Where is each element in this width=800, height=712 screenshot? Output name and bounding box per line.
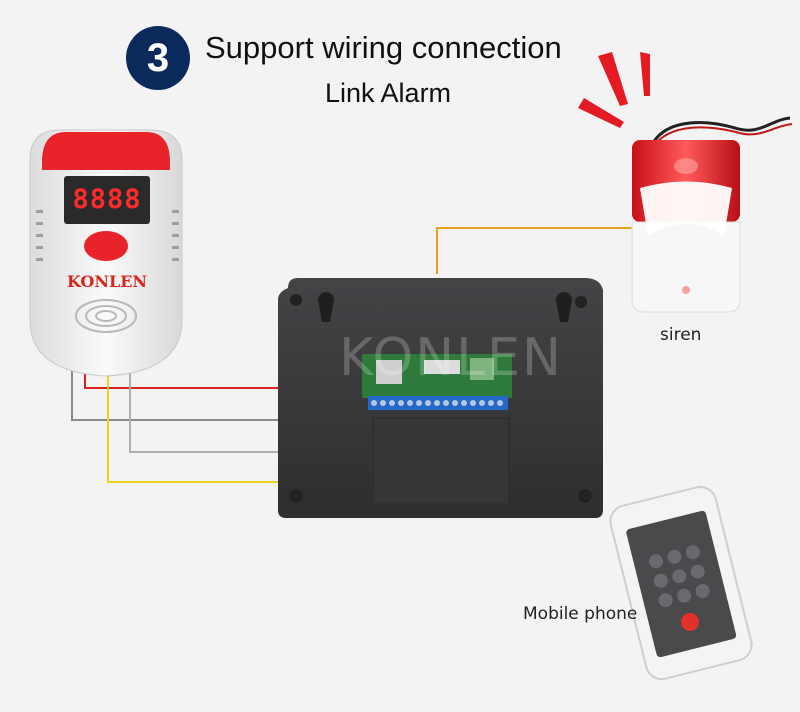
gas-detector: [29, 129, 183, 377]
alarm-panel: [278, 278, 603, 518]
siren-label: siren: [660, 325, 702, 345]
detector-test-button: [84, 231, 128, 261]
step-number-badge: 3: [126, 26, 190, 90]
siren-device: [631, 140, 741, 313]
panel-watermark: KONLEN: [339, 328, 563, 388]
detector-display: 8888: [72, 184, 142, 215]
mobile-phone: [609, 485, 753, 681]
siren-wire: [436, 227, 632, 274]
detector-brand: KONLEN: [66, 272, 148, 291]
alert-flash-icon: [578, 52, 650, 128]
siren-cable: [648, 116, 791, 151]
page-title: Support wiring connection: [205, 30, 562, 65]
page-subtitle: Link Alarm: [325, 78, 452, 108]
mobile-phone-label: Mobile phone: [523, 604, 638, 624]
end-call-icon: [681, 613, 699, 631]
